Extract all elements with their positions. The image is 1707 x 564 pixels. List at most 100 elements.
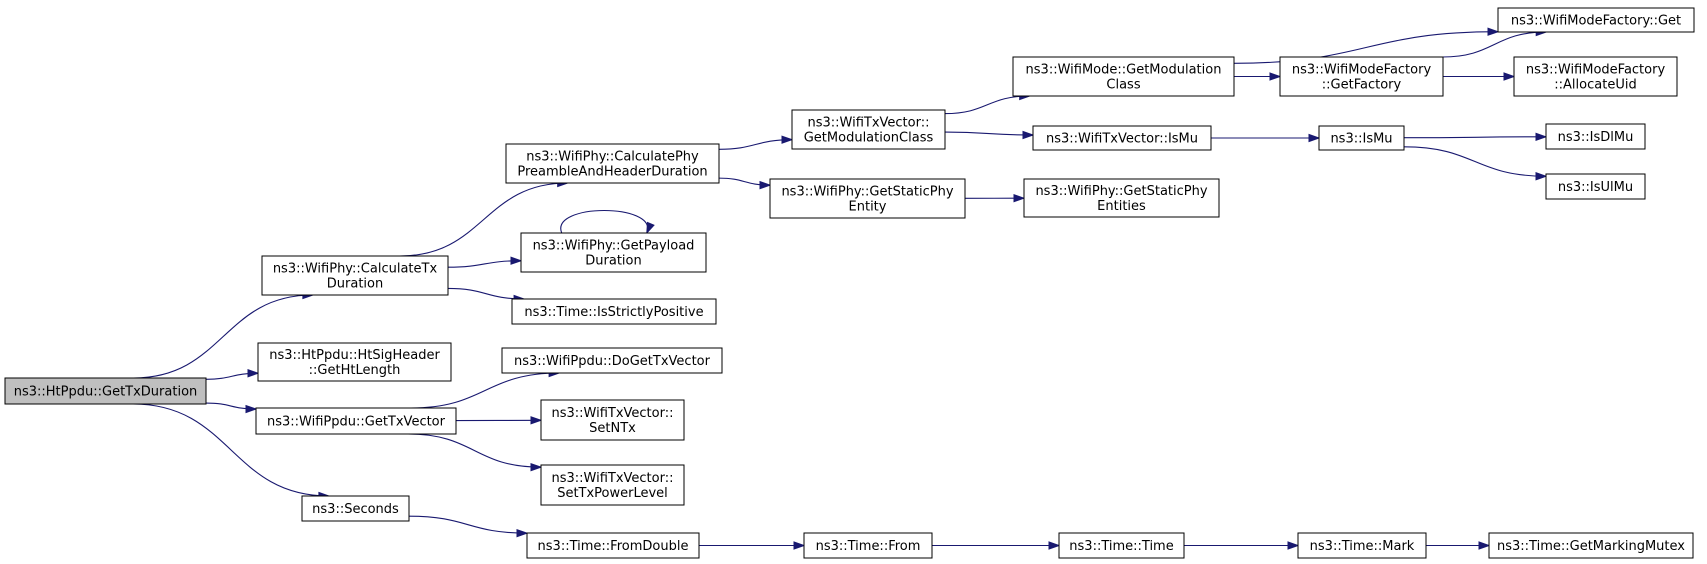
arrow-head (1269, 72, 1282, 81)
node-calcPre[interactable]: ns3::WifiPhy::CalculatePhyPreambleAndHea… (505, 143, 720, 184)
node-box (261, 255, 449, 296)
edge-root-to-getTxVec (205, 402, 258, 414)
arrow-head (1503, 72, 1516, 81)
edge-getTxVec-to-setTxPow (408, 433, 543, 472)
node-box (540, 399, 685, 441)
node-box (301, 495, 410, 522)
node-label: ::GetFactory (1322, 78, 1402, 93)
edge-line (1233, 31, 1499, 64)
edge-line (133, 294, 313, 379)
edge-isMu-to-isDlMu (1403, 132, 1548, 142)
node-label: ns3::WifiPhy::CalculatePhy (526, 150, 699, 165)
node-timeMark[interactable]: ns3::Time::Mark (1297, 532, 1427, 559)
node-box (1279, 56, 1444, 97)
node-label: Class (1106, 78, 1140, 93)
node-label: ns3::Time::From (816, 539, 921, 554)
node-setTxPow[interactable]: ns3::WifiTxVector::SetTxPowerLevel (540, 464, 685, 506)
node-box (4, 377, 207, 405)
node-box (501, 347, 723, 374)
node-modeGetMod[interactable]: ns3::WifiMode::GetModulationClass (1012, 56, 1235, 97)
edge-calcPre-to-getModTx (718, 135, 794, 150)
node-factGetFactory[interactable]: ns3::WifiModeFactory::GetFactory (1279, 56, 1444, 97)
node-seconds[interactable]: ns3::Seconds (301, 495, 410, 522)
node-label: ns3::HtPpdu::HtSigHeader (269, 348, 440, 363)
node-box (1497, 7, 1695, 33)
node-box (803, 532, 933, 559)
node-box (1545, 123, 1646, 150)
node-strictPos[interactable]: ns3::Time::IsStrictlyPositive (511, 298, 717, 325)
arrow-head (781, 135, 794, 144)
node-box (1058, 532, 1185, 559)
edge-modeGetMod-to-factGet (1233, 27, 1500, 64)
node-timeTime[interactable]: ns3::Time::Time (1058, 532, 1185, 559)
edge-line (133, 403, 329, 497)
arrow-head (510, 256, 523, 265)
node-box (1012, 56, 1235, 97)
edge-line (411, 372, 560, 409)
node-box (1297, 532, 1427, 559)
arrow-head (646, 221, 655, 235)
edge-line (447, 260, 522, 268)
node-label: Entities (1097, 199, 1146, 214)
arrow-head (1487, 27, 1500, 36)
node-label: ns3::WifiModeFactory::Get (1511, 14, 1681, 29)
node-box (257, 342, 452, 382)
node-label: SetNTx (589, 421, 636, 436)
node-root[interactable]: ns3::HtPpdu::GetTxDuration (4, 377, 207, 405)
node-label: ::AllocateUid (1554, 78, 1636, 93)
node-fromDouble[interactable]: ns3::Time::FromDouble (526, 532, 700, 559)
edge-line (447, 287, 525, 300)
node-label: ns3::Time::IsStrictlyPositive (524, 305, 703, 320)
arrow-head (759, 180, 772, 190)
arrow-head (530, 416, 543, 425)
node-markMutex[interactable]: ns3::Time::GetMarkingMutex (1488, 532, 1694, 559)
node-label: ns3::IsMu (1330, 132, 1392, 147)
node-box (769, 178, 966, 219)
node-label: ::GetHtLength (309, 363, 401, 378)
edge-txIsMu-to-isMu (1211, 133, 1321, 143)
node-label: ns3::WifiModeFactory (1526, 63, 1666, 78)
node-factGet[interactable]: ns3::WifiModeFactory::Get (1497, 7, 1695, 33)
edge-getModTx-to-txIsMu (944, 130, 1035, 140)
node-box (1545, 173, 1646, 200)
arrow-head (530, 462, 543, 472)
edge-line (944, 131, 1034, 136)
node-txIsMu[interactable]: ns3::WifiTxVector::IsMu (1032, 125, 1212, 151)
node-getTxVec[interactable]: ns3::WifiPpdu::GetTxVector (255, 407, 457, 435)
node-label: ns3::Time::Mark (1310, 539, 1415, 554)
edge-timeMark-to-markMutex (1425, 541, 1491, 550)
node-isMu[interactable]: ns3::IsMu (1318, 125, 1405, 151)
node-doGetTx[interactable]: ns3::WifiPpdu::DoGetTxVector (501, 347, 723, 374)
node-label: ns3::WifiMode::GetModulation (1026, 63, 1222, 78)
node-box (511, 298, 717, 325)
node-allocUid[interactable]: ns3::WifiModeFactory::AllocateUid (1513, 56, 1678, 97)
node-label: ns3::WifiTxVector:: (551, 406, 673, 421)
node-label: ns3::Time::GetMarkingMutex (1497, 539, 1685, 554)
node-getModTx[interactable]: ns3::WifiTxVector::GetModulationClass (791, 109, 946, 150)
edge-line (944, 95, 1030, 115)
edge-line (718, 139, 793, 150)
node-box (791, 109, 946, 150)
arrow-head (1308, 133, 1321, 143)
edge-timeTime-to-timeMark (1183, 541, 1300, 550)
node-timeFrom[interactable]: ns3::Time::From (803, 532, 933, 559)
node-isUlMu[interactable]: ns3::IsUlMu (1545, 173, 1646, 200)
edge-line (1403, 136, 1547, 139)
edge-root-to-htSig (205, 369, 260, 380)
node-htSig[interactable]: ns3::HtPpdu::HtSigHeader::GetHtLength (257, 342, 452, 382)
node-label: ns3::WifiModeFactory (1292, 63, 1432, 78)
node-label: PreambleAndHeaderDuration (517, 165, 707, 180)
node-setNTx[interactable]: ns3::WifiTxVector::SetNTx (540, 399, 685, 441)
arrow-head (1535, 172, 1548, 181)
node-isDlMu[interactable]: ns3::IsDlMu (1545, 123, 1646, 150)
node-box (540, 464, 685, 506)
nodes-layer: ns3::HtPpdu::GetTxDuration ns3::WifiPhy::… (4, 7, 1695, 559)
edge-seconds-to-fromDouble (408, 515, 529, 538)
node-label: ns3::WifiPpdu::GetTxVector (267, 415, 446, 430)
node-box (1318, 125, 1405, 151)
